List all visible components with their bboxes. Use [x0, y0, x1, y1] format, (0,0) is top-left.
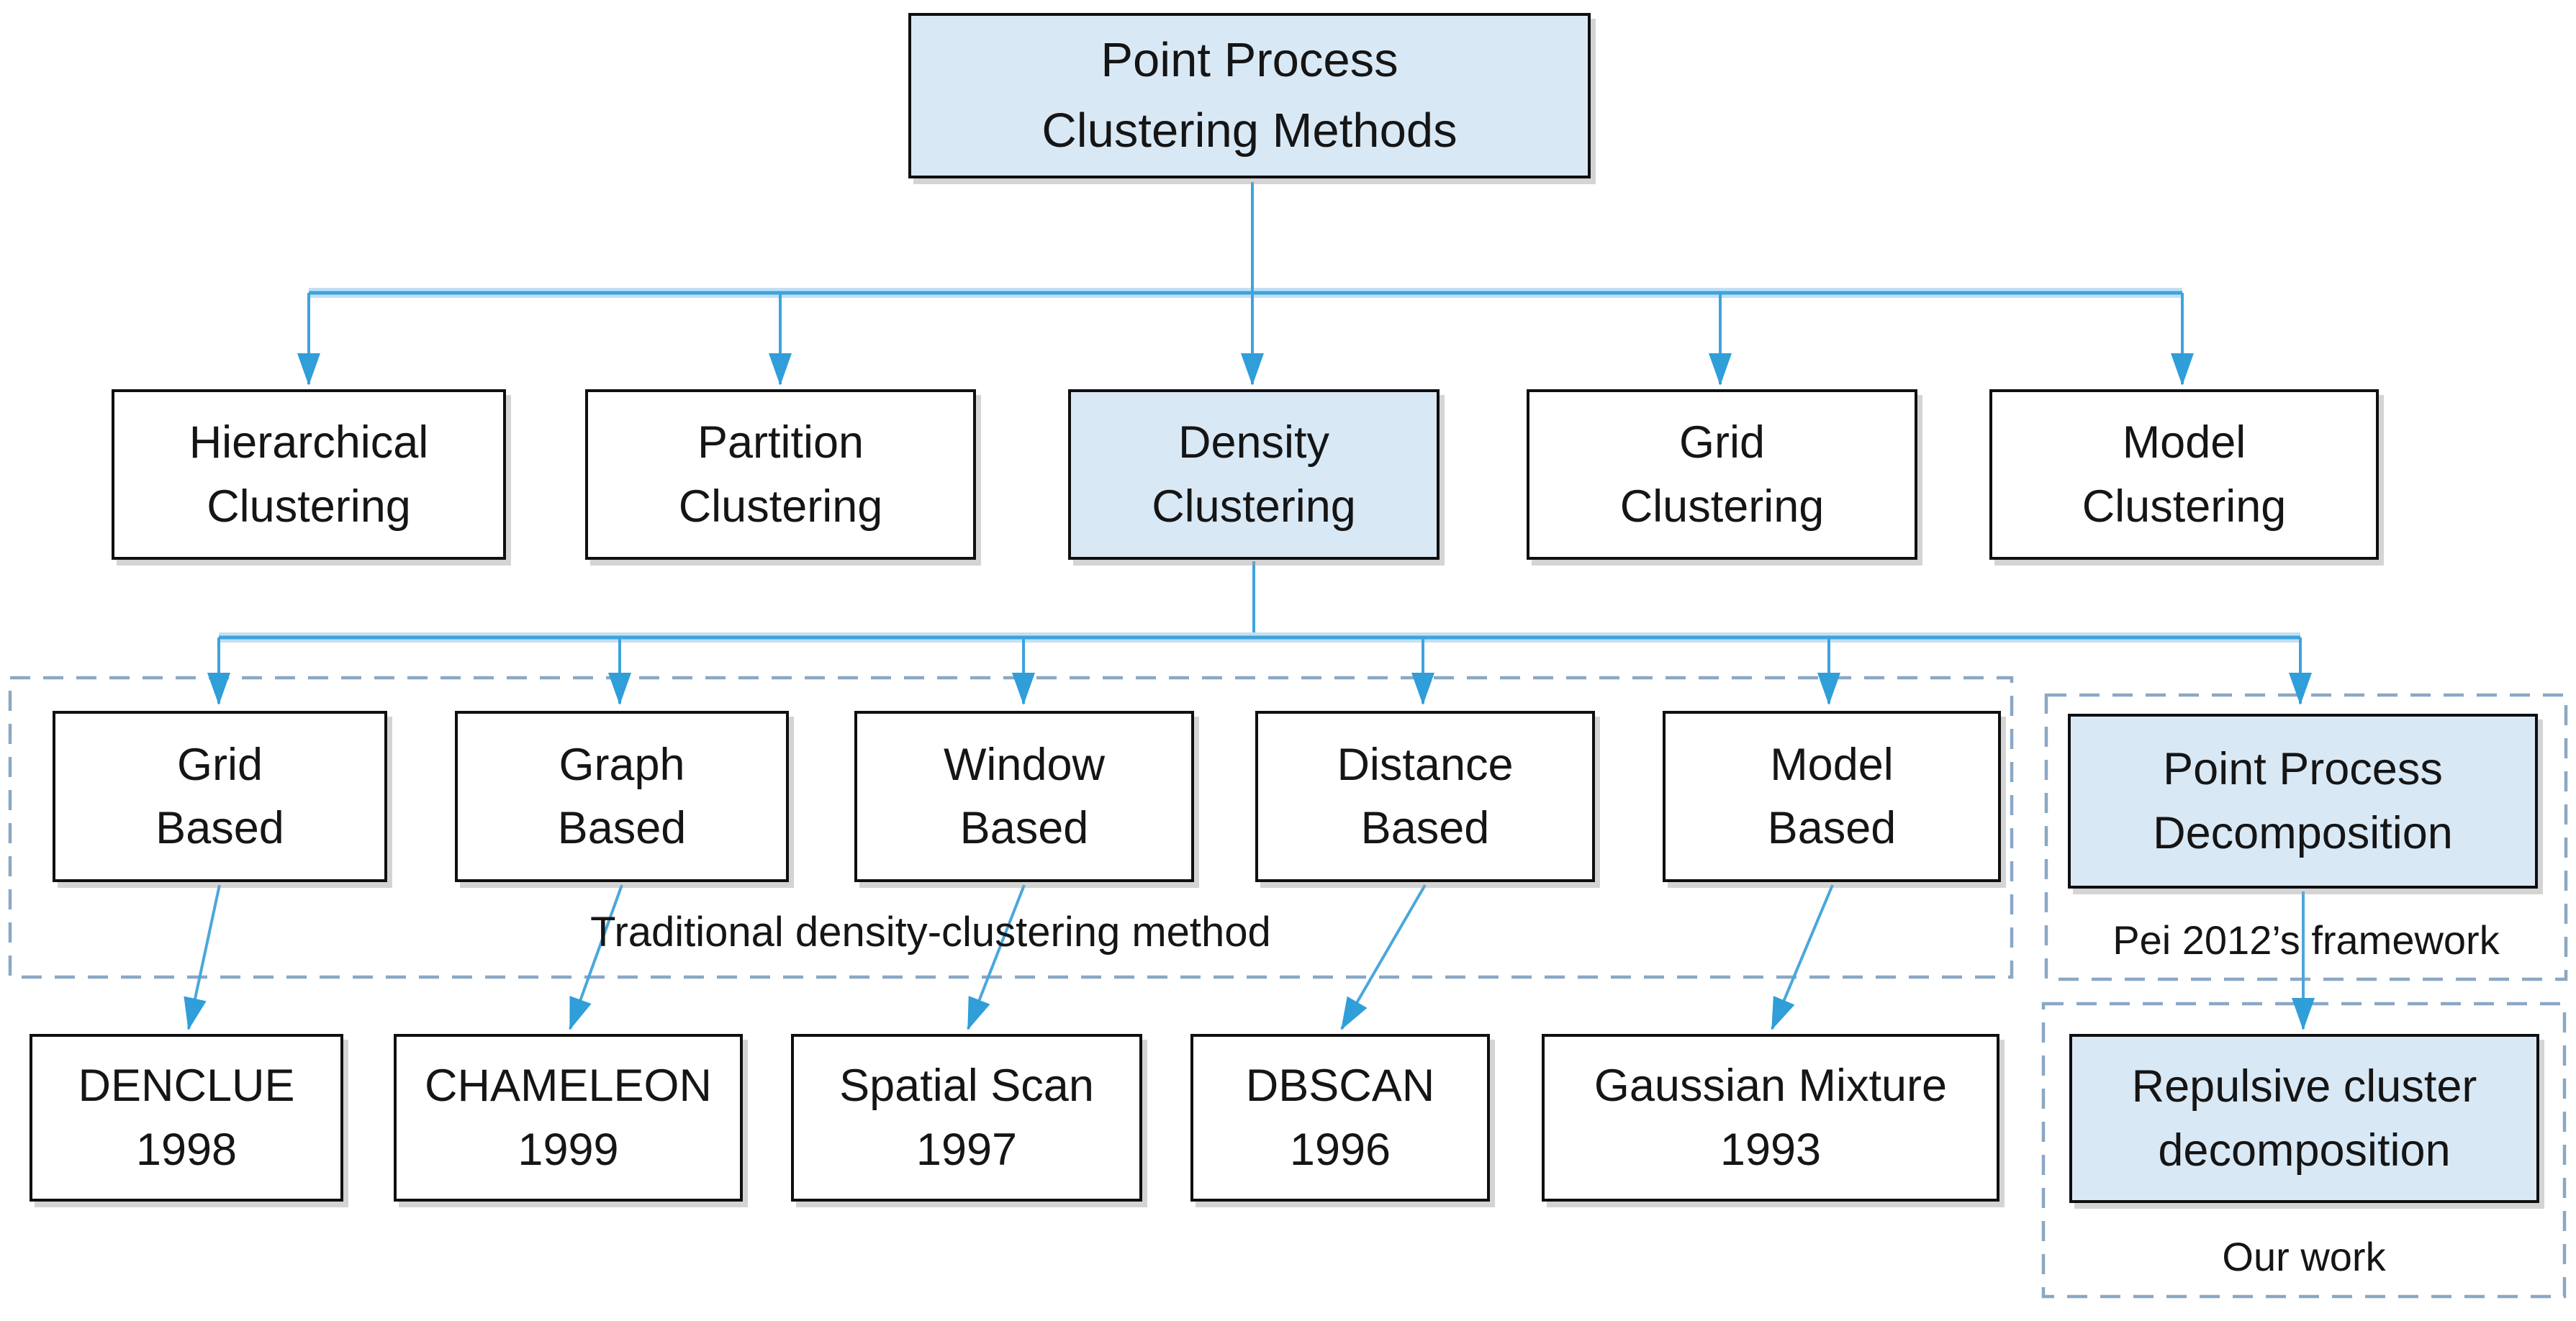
dashed-group-borders	[8, 676, 2568, 1299]
node-label-line: Grid	[1678, 417, 1766, 468]
node-label-line: 1999	[518, 1124, 619, 1175]
node-spatial-scan-1997: Spatial Scan 1997	[791, 1034, 1142, 1202]
node-label-line: Point Process	[2163, 744, 2443, 795]
node-graph-based: Graph Based	[455, 711, 789, 882]
node-label-line: Based	[155, 803, 284, 853]
node-label-line: decomposition	[2158, 1125, 2451, 1176]
node-label-line: Based	[1360, 803, 1490, 853]
pei-framework-group-border	[2044, 693, 2568, 981]
node-label-line: 1997	[916, 1124, 1018, 1175]
node-label-line: 1996	[1289, 1124, 1391, 1175]
node-denclue-1998: DENCLUE 1998	[30, 1034, 343, 1202]
node-distance-based: Distance Based	[1255, 711, 1595, 882]
node-label-line: Clustering	[1619, 481, 1825, 532]
node-label-line: Model	[2122, 417, 2246, 468]
node-label-line: 1993	[1719, 1124, 1822, 1175]
node-grid-clustering: Grid Clustering	[1527, 389, 1917, 560]
node-label-line: Grid	[176, 739, 263, 790]
node-label-line: CHAMELEON	[424, 1061, 713, 1112]
node-window-based: Window Based	[854, 711, 1194, 882]
our-work-group-border	[2041, 1002, 2567, 1299]
node-label-line: Spatial Scan	[839, 1061, 1094, 1112]
node-model-based: Model Based	[1663, 711, 2001, 882]
node-point-process-decomposition: Point Process Decomposition	[2068, 714, 2538, 889]
node-label-line: Gaussian Mixture	[1594, 1061, 1948, 1112]
node-model-clustering: Model Clustering	[1989, 389, 2379, 560]
node-label-line: DENCLUE	[78, 1061, 295, 1112]
node-repulsive-cluster-decomposition: Repulsive cluster decomposition	[2069, 1034, 2539, 1203]
our-work-group-caption: Our work	[2222, 1234, 2386, 1279]
node-label-line: Point Process	[1101, 32, 1398, 87]
node-dbscan-1996: DBSCAN 1996	[1190, 1034, 1490, 1202]
node-chameleon-1999: CHAMELEON 1999	[394, 1034, 743, 1202]
node-label-line: Model	[1770, 739, 1894, 790]
level3-connectors	[184, 884, 2315, 1030]
node-label-line: Clustering	[678, 481, 883, 532]
node-label-line: 1998	[135, 1124, 238, 1175]
node-grid-based: Grid Based	[53, 711, 387, 882]
node-label-line: Hierarchical	[189, 417, 429, 468]
node-label-line: Partition	[697, 417, 864, 468]
node-label-line: Clustering	[207, 481, 411, 532]
node-hierarchical-clustering: Hierarchical Clustering	[112, 389, 506, 560]
pei-framework-group-caption: Pei 2012’s framework	[2112, 917, 2500, 963]
level2-connectors	[207, 561, 2312, 705]
node-density-clustering: Density Clustering	[1068, 389, 1440, 560]
node-gaussian-mixture-1993: Gaussian Mixture 1993	[1542, 1034, 1999, 1202]
node-label-line: Repulsive cluster	[2131, 1061, 2477, 1112]
node-label-line: Clustering	[2082, 481, 2287, 532]
node-label-line: Based	[1767, 803, 1897, 853]
node-label-line: Window	[943, 739, 1106, 790]
level1-connectors	[297, 182, 2194, 386]
node-label-line: Decomposition	[2153, 807, 2453, 858]
node-label-line: Based	[959, 803, 1089, 853]
traditional-group-caption: Traditional density-clustering method	[590, 909, 1271, 955]
node-label-line: Based	[557, 803, 687, 853]
node-label-line: Clustering	[1152, 481, 1356, 532]
node-label-line: Graph	[559, 739, 685, 790]
node-point-process-clustering-methods: Point Process Clustering Methods	[908, 13, 1591, 178]
node-label-line: Clustering Methods	[1041, 104, 1458, 158]
node-partition-clustering: Partition Clustering	[585, 389, 976, 560]
node-label-line: Distance	[1337, 739, 1514, 790]
node-label-line: Density	[1178, 417, 1330, 468]
traditional-group-border	[8, 676, 2014, 979]
node-label-line: DBSCAN	[1245, 1061, 1435, 1112]
